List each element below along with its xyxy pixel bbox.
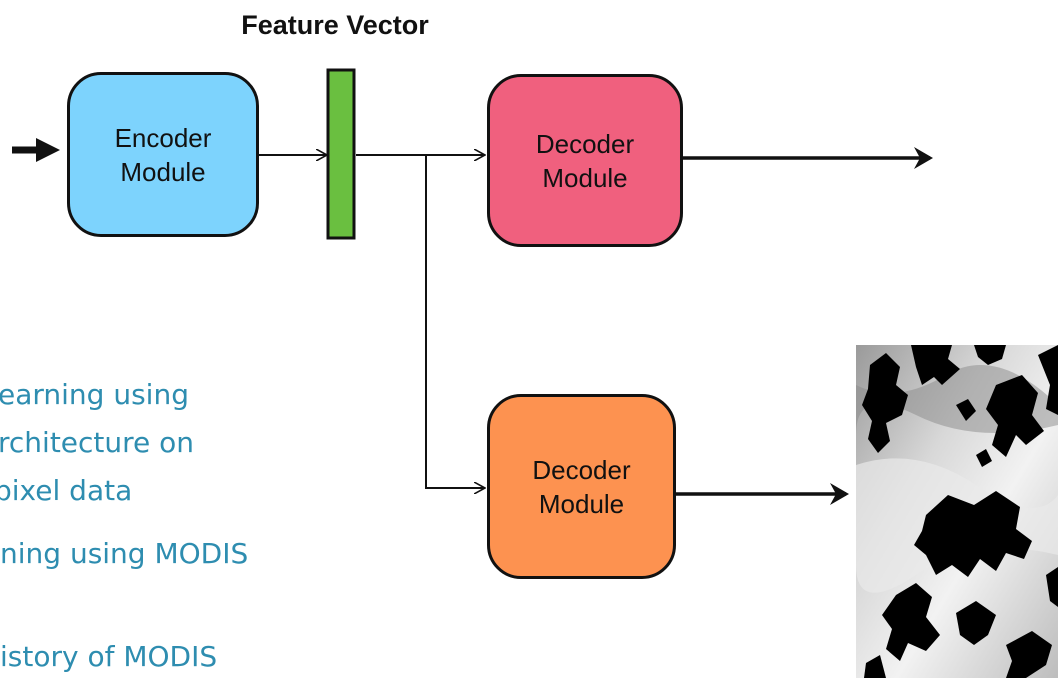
bullet-line-4: ning using MODIS — [0, 537, 249, 570]
modis-satellite-image — [856, 345, 1058, 678]
decoder-bottom-label-line2: Module — [538, 488, 625, 519]
encoder-label-line1: Encoder — [114, 122, 212, 153]
decoder-module-top: Decoder Module — [487, 74, 683, 247]
encoder-label-line2: Module — [120, 156, 206, 187]
decoder-top-label-line1: Decoder — [535, 128, 635, 159]
decoder-module-bottom: Decoder Module — [487, 394, 676, 579]
feature-vector-label: Feature Vector — [241, 10, 429, 40]
decoder-bottom-label-line1: Decoder — [532, 454, 631, 485]
bullet-line-5: istory of MODIS — [0, 640, 218, 673]
bullet-line-1: earning using — [0, 378, 189, 411]
feature-to-bottom-decoder-arrow — [425, 155, 484, 488]
feature-vector-bar — [326, 68, 356, 240]
bullet-line-2: rchitecture on — [0, 426, 195, 459]
encoder-module: Encoder Module — [67, 72, 259, 237]
bullet-line-3: pixel data — [0, 474, 133, 507]
input-arrow — [12, 138, 60, 162]
decoder-top-label-line2: Module — [542, 162, 628, 193]
